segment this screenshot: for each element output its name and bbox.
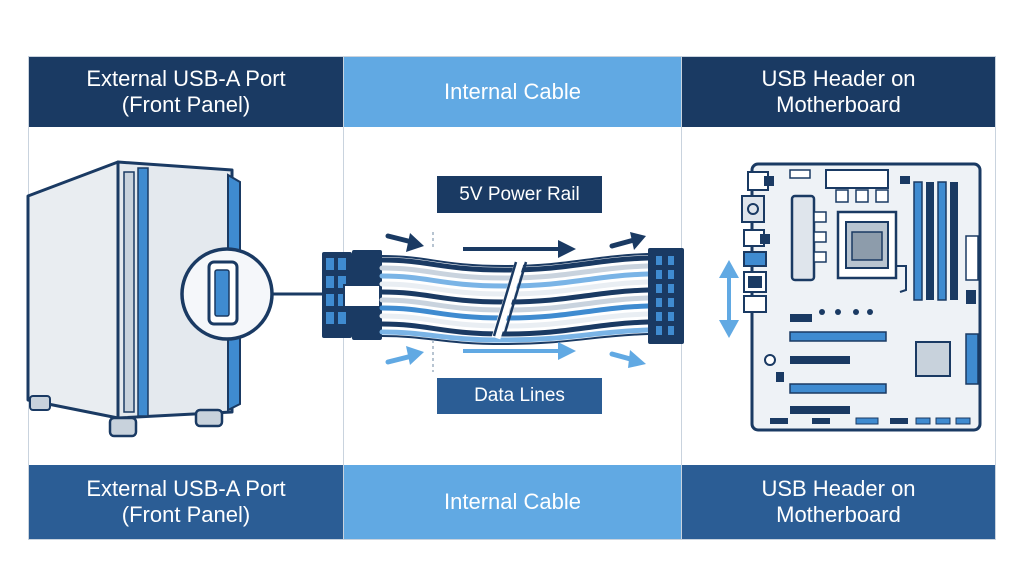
bottom-header-motherboard: USB Header on Motherboard (682, 465, 995, 539)
bottom-header-port: External USB-A Port (Front Panel) (29, 465, 343, 539)
ribbon-cable-icon (322, 232, 684, 372)
pc-case-icon (26, 160, 241, 438)
power-rail-label: 5V Power Rail (437, 176, 602, 213)
data-lines-label: Data Lines (437, 378, 602, 414)
usb-a-port-icon (180, 247, 330, 341)
connection-double-arrow (719, 260, 739, 338)
top-header-motherboard: USB Header on Motherboard (682, 57, 995, 127)
data-flow-arrows (385, 342, 646, 368)
power-flow-arrows (385, 232, 646, 258)
bottom-header-cable: Internal Cable (344, 465, 681, 539)
top-header-port: External USB-A Port (Front Panel) (29, 57, 343, 127)
motherboard-icon (741, 162, 982, 432)
top-header-cable: Internal Cable (344, 57, 681, 127)
